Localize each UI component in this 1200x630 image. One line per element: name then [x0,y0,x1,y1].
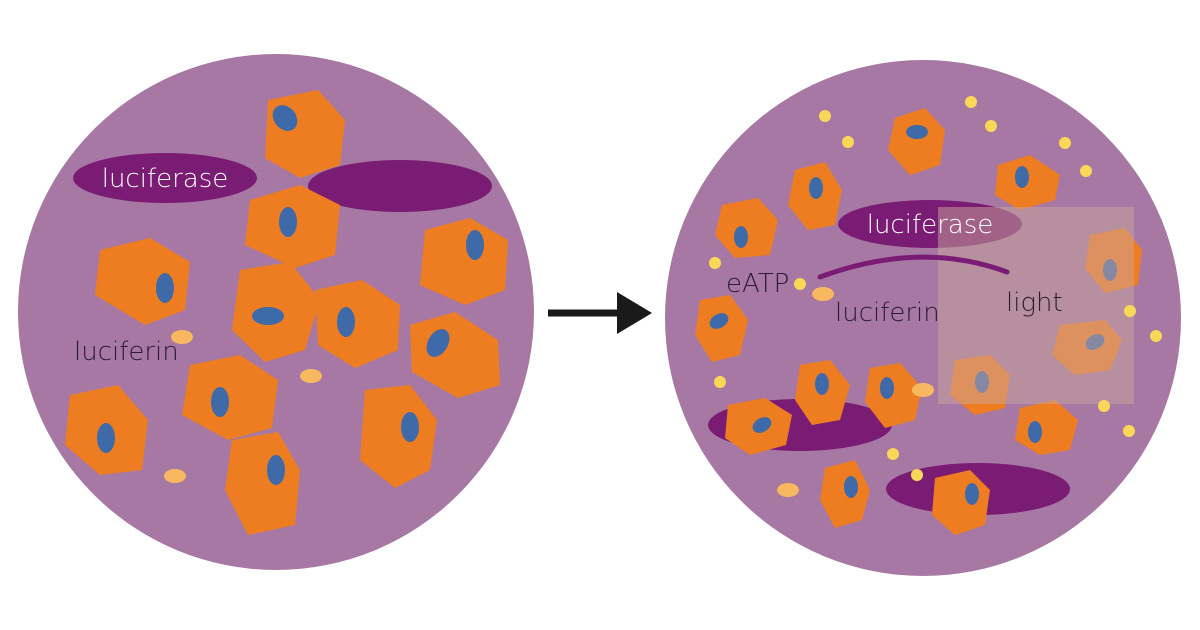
eatp-molecule [1124,305,1136,317]
eatp-molecule [842,136,854,148]
nucleus [279,207,297,237]
cell [95,238,190,325]
nucleus [1015,166,1029,188]
eatp-molecules [709,96,1162,481]
cell [865,363,922,428]
eatp-molecule [819,110,831,122]
nucleus [734,226,748,248]
luciferin-molecule [912,383,934,397]
cell [410,312,500,398]
left-nuclei [97,105,484,485]
left-luciferase-enzyme [308,160,492,212]
right-dish-panel: luciferase eATP luciferin light [665,60,1181,576]
nucleus [466,230,484,260]
cell [715,198,778,258]
eatp-molecule [1080,165,1092,177]
nucleus [815,373,829,395]
transition-arrow [548,292,652,334]
nucleus [337,307,355,337]
left-luciferase-label: luciferase [102,164,229,194]
right-luciferin-label: luciferin [835,298,940,328]
cell [360,385,437,488]
eatp-molecule [965,96,977,108]
eatp-molecule [794,278,806,290]
nucleus [211,387,229,417]
eatp-molecule [709,257,721,269]
cell [182,355,278,440]
cell [420,218,508,305]
cell [225,432,300,535]
right-luciferin-molecules [777,287,934,497]
left-luciferase-enzyme-labeled [73,153,257,203]
eatp-molecule [1098,400,1110,412]
luciferin-molecule [777,483,799,497]
cell [888,108,945,175]
eatp-molecule [985,120,997,132]
cell [315,280,400,368]
nucleus [97,423,115,453]
left-luciferin-label: luciferin [74,337,179,367]
nucleus [965,483,979,505]
nucleus [809,177,823,199]
nucleus [880,377,894,399]
eatp-molecule [714,376,726,388]
eatp-molecule [1150,330,1162,342]
nucleus [156,273,174,303]
cell [695,295,748,362]
luciferin-molecule [300,369,322,383]
luciferin-molecule [164,469,186,483]
nucleus [252,307,284,325]
nucleus [1028,421,1042,443]
luciferin-bound-curve [817,254,1010,280]
cell [820,460,870,528]
nucleus [267,455,285,485]
eatp-molecule [887,448,899,460]
eatp-molecule [1059,137,1071,149]
luciferin-molecule [171,330,193,344]
nucleus [709,313,729,329]
nucleus [272,105,298,131]
nucleus [401,412,419,442]
right-luciferase-label: luciferase [867,210,994,240]
eatp-label: eATP [726,269,789,299]
light-label: light [1006,288,1063,318]
eatp-molecule [911,469,923,481]
nucleus [844,476,858,498]
nucleus [906,125,928,139]
cell [1015,400,1078,455]
left-luciferin-molecules [164,330,322,483]
nucleus [426,329,450,357]
arrow-head [617,292,652,334]
nucleus [752,417,772,433]
light-emission-glow [938,207,1134,404]
luciferin-molecule [812,287,834,301]
eatp-molecule [1123,425,1135,437]
left-dish-panel: luciferase luciferin [18,54,534,570]
